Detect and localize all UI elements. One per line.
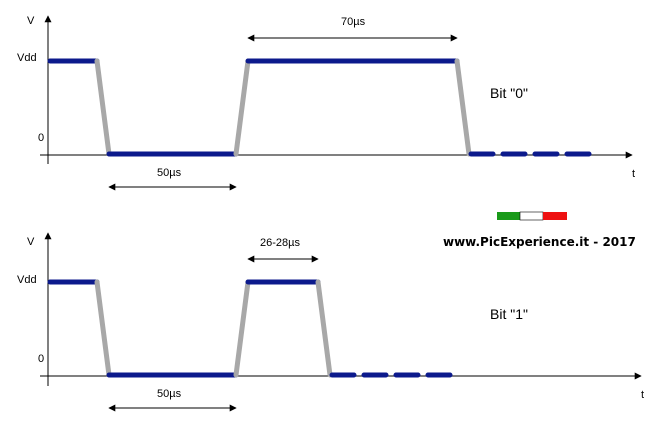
bit1-falling-edge-2 — [315, 279, 333, 378]
bit1-vdd-label: Vdd — [17, 274, 37, 286]
bit0-falling-edge-2 — [454, 58, 472, 157]
bit1-low-duration-label: 50µs — [157, 388, 182, 400]
bit0-high-duration-label: 70µs — [341, 16, 366, 28]
bit0-vdd-label: Vdd — [17, 52, 37, 64]
bit0-panel: V t Vdd 0 70µs 50µs Bit "0" — [17, 15, 635, 191]
bit1-high-duration-label: 26-28µs — [260, 237, 300, 249]
bit1-falling-edge — [94, 279, 112, 378]
bit0-rising-edge — [233, 58, 251, 157]
bit1-panel: V t Vdd 0 26-28µs 50µs Bit "1" — [17, 232, 644, 412]
flag-green-band — [497, 212, 520, 220]
bit1-zero-label: 0 — [38, 353, 44, 365]
flag-red-band — [543, 212, 567, 220]
bit1-y-axis-label: V — [27, 236, 35, 248]
bit1-x-axis-label: t — [641, 389, 644, 401]
bit0-falling-edge — [94, 58, 112, 157]
watermark-text: www.PicExperience.it - 2017 — [443, 235, 636, 249]
bit0-low-duration-label: 50µs — [157, 167, 182, 179]
bit0-title: Bit "0" — [490, 85, 528, 101]
italian-flag — [497, 211, 567, 221]
bit0-zero-label: 0 — [38, 132, 44, 144]
bit0-y-axis-label: V — [27, 15, 35, 27]
bit1-title: Bit "1" — [490, 306, 528, 322]
bit0-x-axis-label: t — [632, 168, 635, 180]
flag-white-band — [519, 211, 544, 221]
bit1-rising-edge — [233, 279, 251, 378]
